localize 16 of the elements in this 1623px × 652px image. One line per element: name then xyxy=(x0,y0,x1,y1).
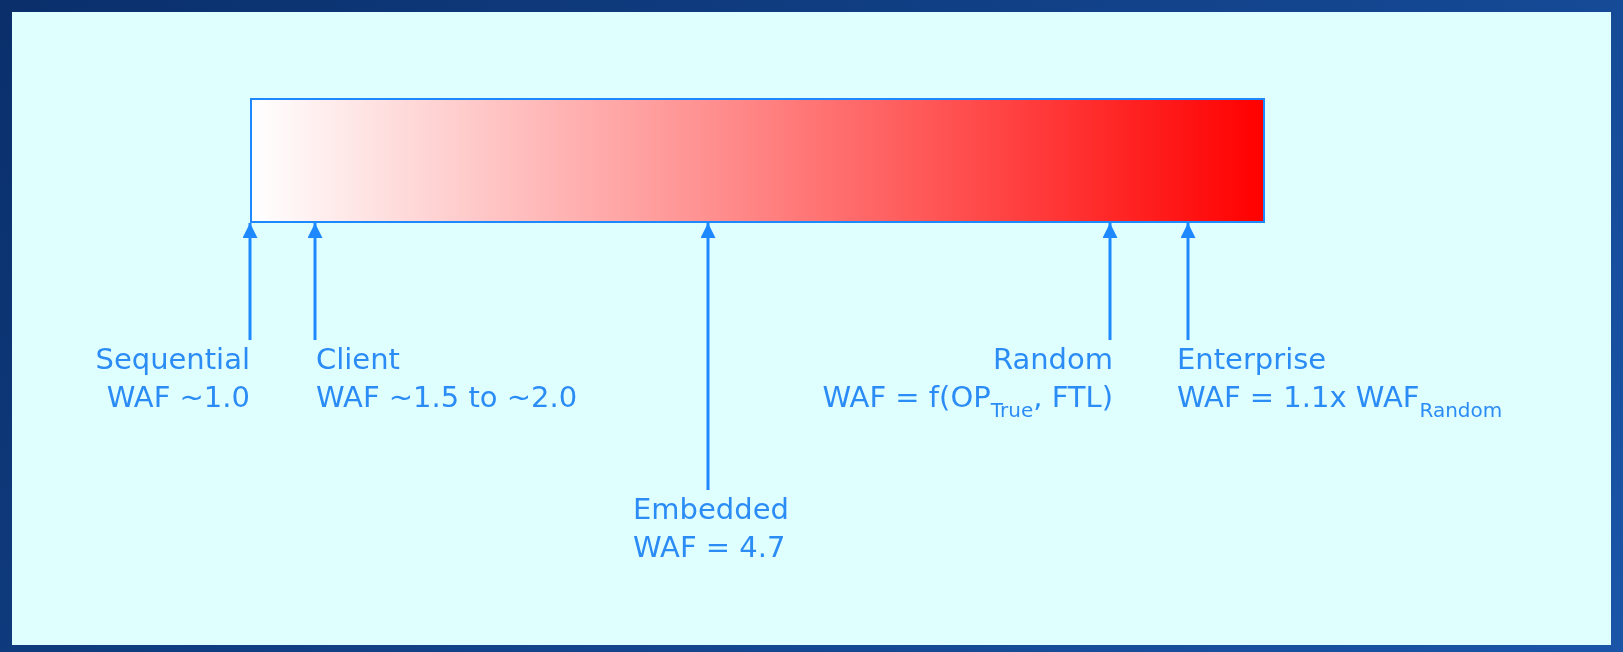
arrow xyxy=(700,223,716,490)
category-label: Client xyxy=(316,341,401,378)
waf-value: WAF ~1.5 to ~2.0 xyxy=(316,379,578,416)
waf-value: WAF = f(OP$_{True}$, FTL) xyxy=(822,379,1113,416)
category-label: Enterprise xyxy=(1177,341,1328,378)
waf-value: WAF = 4.7 xyxy=(633,529,787,566)
gradient-bar xyxy=(250,98,1265,223)
arrow xyxy=(1180,223,1196,340)
arrow xyxy=(242,223,258,340)
arrow xyxy=(1102,223,1118,340)
waf-value: WAF = 1.1x WAF$_{Random}$ xyxy=(1177,379,1503,416)
category-label: Embedded xyxy=(633,491,789,528)
arrow xyxy=(307,223,323,340)
waf-value: WAF ~1.0 xyxy=(105,379,250,416)
category-label: Sequential xyxy=(95,341,250,378)
category-label: Random xyxy=(991,341,1113,378)
